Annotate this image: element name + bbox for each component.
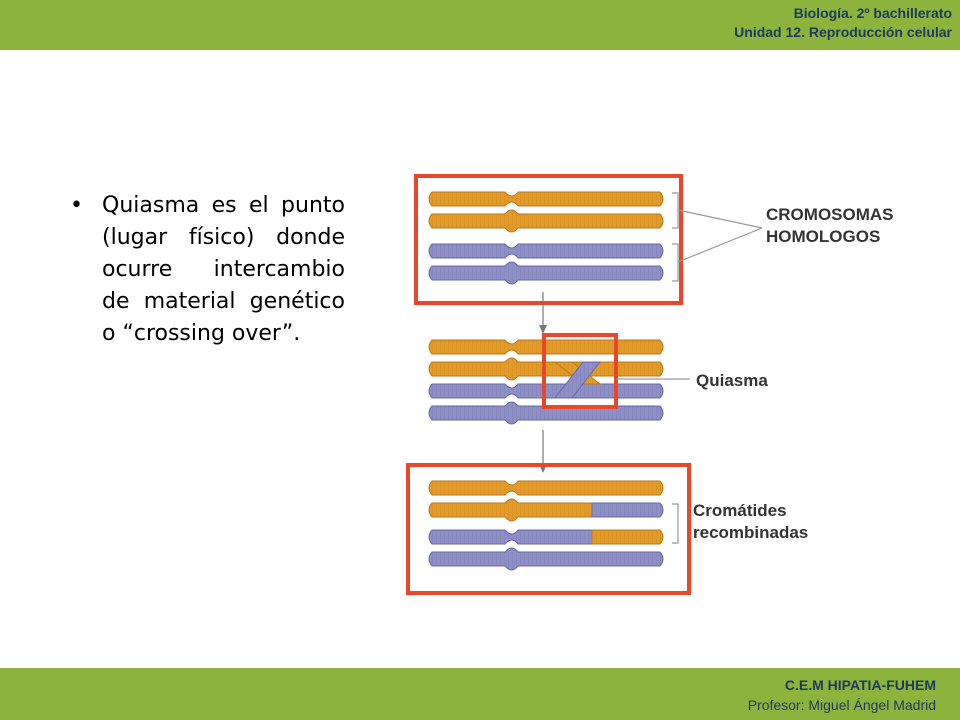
teacher-name: Profesor: Miguel Ángel Madrid [747, 697, 936, 713]
bullet-text: Quiasma es el punto (lugar físico) donde… [102, 193, 345, 346]
homologous-label: CROMOSOMAS HOMOLOGOS [766, 205, 894, 246]
header-band [0, 0, 960, 50]
chiasma-label: Quiasma [696, 371, 768, 390]
down-arrow-icon [539, 292, 547, 334]
footer-band [0, 668, 960, 720]
slide-header: Biología. 2º bachillerato Unidad 12. Rep… [734, 4, 952, 42]
orange-chromosome [428, 191, 664, 233]
homologous-chromosomes [414, 174, 763, 305]
recombined-bracket [672, 503, 679, 544]
recombined-chromatids [406, 463, 691, 595]
homologous-highlight-box [414, 174, 683, 305]
course-title: Biología. 2º bachillerato [793, 5, 952, 21]
homologous-pointer-line [677, 209, 763, 229]
blue-chromosome [428, 243, 664, 285]
unit-title: Unidad 12. Reproducción celular [734, 24, 952, 40]
chiasma-stage [428, 333, 690, 425]
bullet-icon: • [70, 193, 83, 218]
recombined-highlight-box [406, 463, 691, 595]
homologous-pointer-line [677, 227, 763, 263]
homologous-bracket [672, 192, 679, 282]
crossing-strand [553, 361, 602, 399]
chiasma-highlight-box [542, 333, 618, 409]
school-name: C.E.M HIPATIA-FUHEM [784, 677, 936, 693]
recombined-label: Cromátides recombinadas [693, 501, 809, 542]
